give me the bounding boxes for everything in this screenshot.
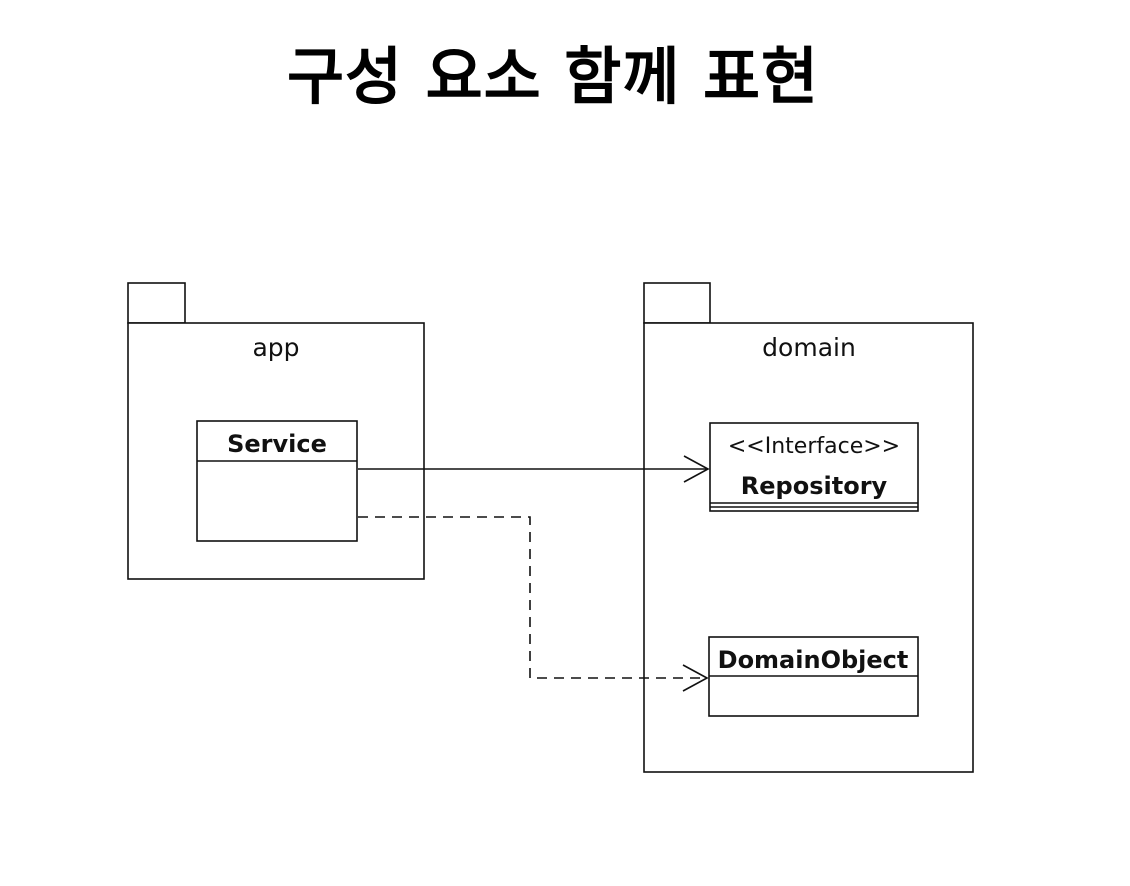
class-domain-object: DomainObject: [708, 636, 919, 717]
package-app-label: app: [252, 333, 299, 362]
class-repository: <<Interface>> Repository: [709, 422, 919, 512]
class-repository-name: Repository: [741, 472, 888, 500]
page-title: 구성 요소 함께 표현: [286, 40, 820, 113]
dependency-line: [358, 516, 706, 679]
package-domain-label: domain: [762, 333, 856, 362]
dependency-arrowhead: [682, 664, 709, 692]
package-app-tab: [127, 282, 186, 324]
association-arrowhead: [683, 455, 710, 483]
class-service-name: Service: [227, 430, 327, 458]
package-domain-tab: [643, 282, 711, 324]
dependency-service-domainobject: [358, 516, 709, 692]
class-domain-object-name: DomainObject: [718, 646, 909, 674]
class-service: Service: [196, 420, 358, 542]
class-repository-box: [709, 422, 919, 512]
class-repository-stereotype: <<Interface>>: [728, 434, 900, 459]
association-service-repository: [358, 455, 710, 483]
class-service-box: [196, 420, 358, 542]
